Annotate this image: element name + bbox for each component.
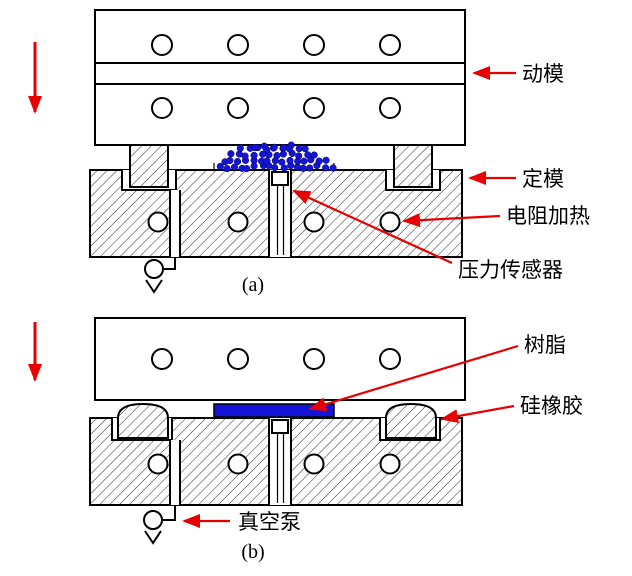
label-vacuum-pump: 真空泵 bbox=[238, 510, 301, 534]
heating-channels-upper-b bbox=[151, 348, 401, 370]
annotation-fixed-mold: 定模 bbox=[468, 167, 564, 191]
heating-channels-upper-a bbox=[151, 34, 401, 119]
resin-pellets bbox=[216, 141, 337, 173]
label-resistance-heating: 电阻加热 bbox=[506, 204, 590, 228]
annotation-silicone-rubber: 硅橡胶 bbox=[440, 394, 583, 424]
label-pressure-sensor: 压力传感器 bbox=[458, 258, 563, 282]
caption-b: (b) bbox=[241, 541, 264, 563]
annotation-moving-mold: 动模 bbox=[472, 62, 564, 86]
annotation-pressure-sensor: 压力传感器 bbox=[292, 189, 563, 282]
moving-mold-a bbox=[94, 9, 466, 146]
caption-a: (a) bbox=[242, 274, 264, 296]
annotation-resistance-heating: 电阻加热 bbox=[402, 204, 590, 228]
guide-block-right-a bbox=[393, 144, 433, 188]
annotation-vacuum-pump: 真空泵 bbox=[182, 510, 301, 534]
label-resin: 树脂 bbox=[524, 333, 566, 357]
label-moving-mold: 动模 bbox=[522, 62, 564, 86]
silicone-seal-right bbox=[385, 402, 437, 439]
pressure-sensor-a bbox=[271, 171, 289, 255]
pressure-sensor-b bbox=[271, 419, 289, 503]
vacuum-pump-a bbox=[144, 257, 176, 294]
heating-channels-lower-b bbox=[147, 453, 401, 475]
annotation-resin: 树脂 bbox=[308, 333, 566, 412]
vacuum-pump-b bbox=[143, 505, 176, 545]
label-silicone-rubber: 硅橡胶 bbox=[520, 394, 583, 418]
heating-channels-lower-a bbox=[147, 211, 401, 233]
panel-b: 树脂 硅橡胶 真空泵 (b) bbox=[28, 317, 583, 563]
pump-icon bbox=[145, 279, 163, 294]
resin-sheet bbox=[213, 403, 335, 418]
silicone-seal-left bbox=[117, 402, 169, 439]
moving-mold-b bbox=[94, 317, 466, 401]
pump-icon bbox=[144, 530, 162, 545]
guide-block-left-a bbox=[129, 144, 169, 188]
label-fixed-mold: 定模 bbox=[522, 167, 564, 191]
panel-a: 动模 定模 电阻加热 压力传感器 (a) bbox=[28, 9, 590, 296]
